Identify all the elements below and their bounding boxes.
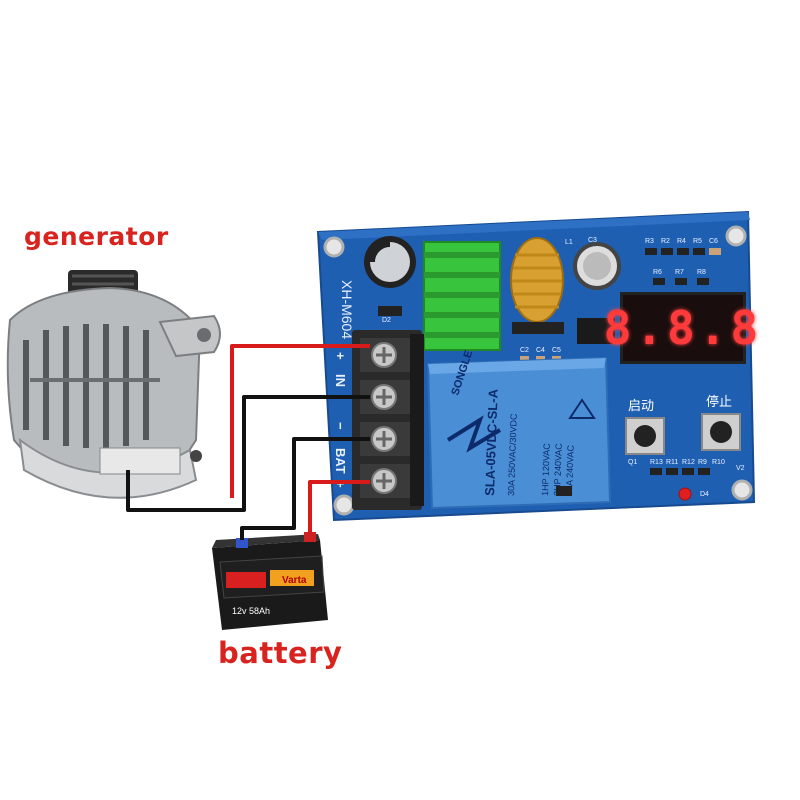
- battery-brand: Varta: [282, 575, 307, 586]
- relay-rating-1: 30A 250VAC/30VDC: [506, 413, 519, 496]
- wire-generator-positive: [230, 344, 370, 498]
- terminal-label-bat: BAT: [333, 448, 348, 474]
- start-button-label: 启动: [628, 399, 654, 414]
- terminal-label-in-plus: +: [333, 352, 348, 360]
- smd-resistors: [520, 248, 721, 475]
- terminal-screw[interactable]: [371, 384, 397, 410]
- svg-text:R9: R9: [698, 459, 707, 466]
- svg-text:R12: R12: [682, 459, 695, 466]
- terminal-screw[interactable]: [371, 426, 397, 452]
- mounting-ear: [158, 314, 221, 358]
- mounting-hole: [731, 479, 753, 501]
- svg-text:R13: R13: [650, 459, 663, 466]
- led-voltage-display: 8.8.8: [604, 292, 758, 364]
- ic-chip: [577, 318, 615, 344]
- wiring: [126, 344, 370, 540]
- wire-generator-negative: [126, 395, 370, 512]
- generator-label: generator: [24, 222, 169, 251]
- electrolytic-capacitor: [364, 236, 416, 288]
- screw-terminal-block: [352, 330, 424, 510]
- relay-model: SLA-05VDC-SL-A: [482, 388, 501, 496]
- battery-spec: 12v 58Ah: [232, 606, 270, 616]
- svg-text:C5: C5: [552, 347, 561, 354]
- mounting-hole: [323, 236, 345, 258]
- svg-text:R4: R4: [677, 238, 686, 245]
- terminal-screw[interactable]: [371, 468, 397, 494]
- battery-label: battery: [218, 636, 343, 670]
- warning-triangle-icon: [568, 398, 596, 419]
- svg-text:R7: R7: [675, 269, 684, 276]
- mounting-hole: [333, 494, 355, 516]
- generator-sticker: [99, 447, 181, 475]
- songle-logo: [446, 415, 502, 453]
- stop-button-label: 停止: [706, 394, 732, 410]
- diode: [378, 306, 402, 316]
- car-battery: Varta 12v 58Ah: [212, 532, 328, 630]
- svg-text:C6: C6: [709, 238, 718, 245]
- svg-text:R3: R3: [645, 238, 654, 245]
- relay: SONGLE SLA-05VDC-SL-A 30A 250VAC/30VDC 1…: [426, 349, 612, 510]
- terminal-screw[interactable]: [371, 342, 397, 368]
- generator-alternator: [6, 270, 221, 499]
- svg-text:Q1: Q1: [628, 459, 637, 466]
- mounting-hole: [725, 225, 747, 247]
- svg-text:V2: V2: [736, 465, 745, 472]
- svg-text:R11: R11: [666, 459, 678, 466]
- diode: [556, 486, 572, 496]
- wire-battery-positive: [308, 480, 370, 534]
- toroid-inductor: [510, 237, 564, 334]
- svg-text:R5: R5: [693, 238, 702, 245]
- terminal-label-in: IN: [333, 374, 348, 387]
- svg-text:C4: C4: [536, 347, 545, 354]
- start-button[interactable]: [625, 417, 665, 455]
- stop-button[interactable]: [701, 413, 741, 451]
- small-capacitor: [573, 242, 621, 290]
- svg-text:R8: R8: [697, 269, 706, 276]
- relay-rating-4: 30A 240VAC: [564, 444, 576, 496]
- svg-text:R2: R2: [661, 238, 670, 245]
- battery-brand-logo: [226, 572, 266, 588]
- svg-text:L1: L1: [565, 239, 573, 246]
- svg-text:C2: C2: [520, 347, 529, 354]
- relay-rating-2: 1HP 120VAC: [540, 443, 552, 497]
- wire-battery-negative: [240, 437, 370, 540]
- board-model-label: XH-M604: [339, 280, 355, 339]
- svg-text:D2: D2: [382, 317, 391, 324]
- relay-rating-3: 2HP 240VAC: [552, 443, 564, 497]
- terminal-label-minus: −: [333, 422, 348, 430]
- svg-text:C3: C3: [588, 237, 597, 244]
- battery-positive-terminal: [304, 532, 316, 542]
- svg-text:D4: D4: [700, 491, 709, 498]
- battery-negative-terminal: [236, 538, 248, 548]
- svg-text:R10: R10: [712, 459, 725, 466]
- heat-sink: [423, 241, 501, 351]
- svg-text:R6: R6: [653, 269, 662, 276]
- status-led-icon: [678, 487, 692, 501]
